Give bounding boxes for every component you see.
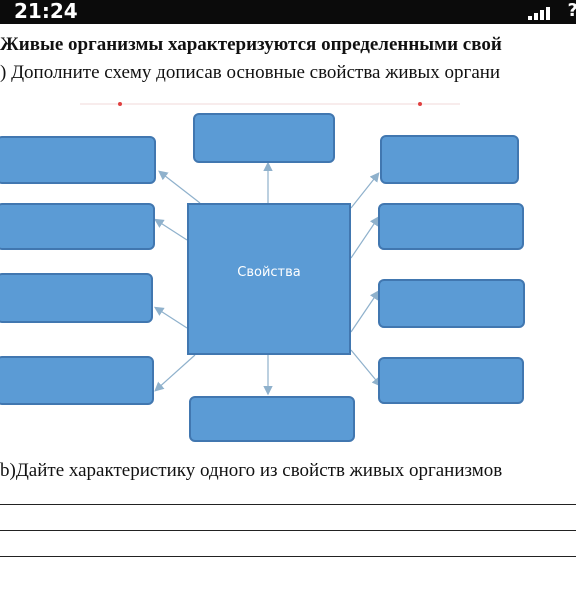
property-box-right-4[interactable] [378,357,524,404]
property-box-right-3[interactable] [378,279,525,328]
task-part-a: ) Дополните схему дописав основные свойс… [0,62,501,83]
property-box-bottom[interactable] [189,396,355,442]
answer-line-1[interactable] [0,504,576,505]
property-box-left-1[interactable] [0,136,156,184]
status-extra: ? [568,0,576,22]
status-bar: 21:24 ? [0,0,576,24]
property-box-left-4[interactable] [0,356,154,405]
property-box-right-2[interactable] [378,203,524,250]
task-heading: Живые организмы характеризуются определе… [0,34,502,55]
property-box-left-2[interactable] [0,203,155,250]
signal-bars-icon [528,4,556,20]
property-box-top[interactable] [193,113,335,163]
properties-diagram: Свойства [0,100,576,450]
property-box-left-3[interactable] [0,273,153,323]
answer-line-3[interactable] [0,556,576,557]
status-time: 21:24 [14,0,78,23]
red-scan-marks [80,102,460,106]
center-properties-box: Свойства [187,203,351,355]
diagram-arrows [153,161,382,396]
property-box-right-1[interactable] [380,135,519,184]
answer-line-2[interactable] [0,530,576,531]
center-label: Свойства [237,265,301,280]
task-part-b: b)Дайте характеристику одного из свойств… [0,460,503,481]
